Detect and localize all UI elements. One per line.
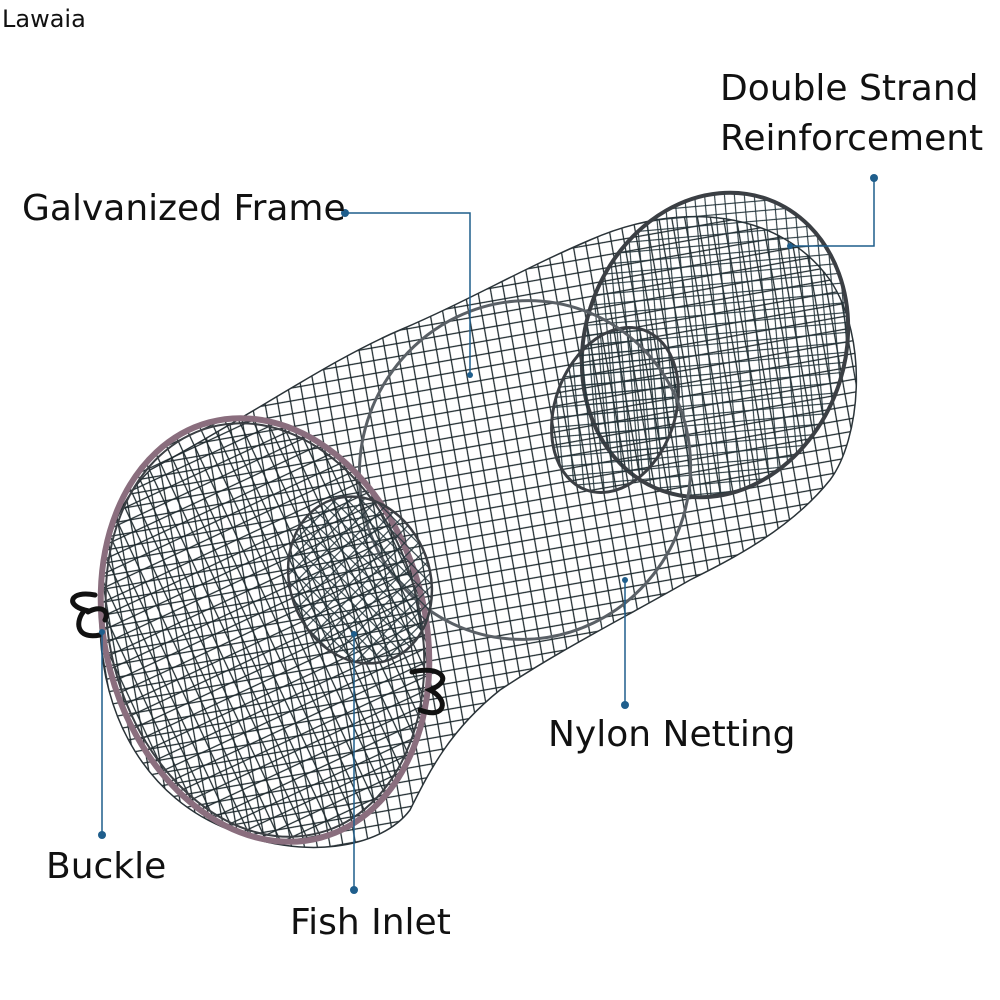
callout-dots (98, 174, 878, 894)
label-buckle: Buckle (46, 846, 167, 887)
label-nylon-netting: Nylon Netting (548, 714, 796, 755)
rear-funnel (550, 326, 680, 494)
callout-galvanized (345, 212, 471, 375)
middle-hoop (357, 299, 693, 641)
callout-lines (101, 178, 875, 890)
buckle-right (409, 667, 446, 716)
buckle-left (70, 591, 109, 639)
brand-name: Lawaia (2, 5, 86, 33)
fish-inlet-funnel (286, 495, 434, 665)
callout-double-strand (790, 178, 875, 247)
label-double-strand-line2: Reinforcement (720, 118, 984, 159)
label-fish-inlet: Fish Inlet (290, 902, 451, 943)
label-double-strand-reinforcement: Double Strand Reinforcement (720, 64, 983, 164)
label-double-strand-line1: Double Strand (720, 68, 979, 109)
label-galvanized-frame: Galvanized Frame (22, 188, 346, 229)
